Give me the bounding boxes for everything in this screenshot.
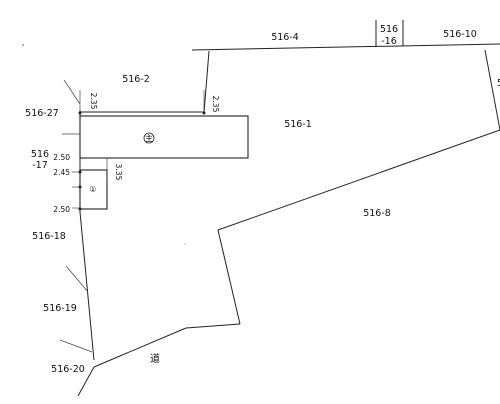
lot-516-1-west-line — [203, 50, 210, 114]
lot-label-516-4: 516-4 — [271, 32, 299, 43]
dimension-lines — [72, 90, 206, 211]
dim-point-nw — [78, 111, 82, 115]
dimension-labels: 2.35 2.35 2.50 2.45 3.35 2.50 — [53, 93, 220, 214]
dim-left-top: 2.35 — [89, 93, 98, 110]
road-label: 道 — [150, 352, 160, 365]
dim-left-mid: 2.50 — [53, 153, 70, 162]
dim-point-mid — [78, 185, 82, 189]
lot-label-516-19: 516-19 — [43, 303, 77, 314]
scan-speck — [184, 243, 186, 245]
lot-label-516-20: 516-20 — [51, 364, 85, 375]
dim-annex-height: 3.35 — [114, 164, 123, 181]
right-boundary-line — [484, 49, 500, 131]
subject-west-line-lower — [79, 211, 95, 361]
lot-label-516-2: 516-2 — [122, 74, 150, 85]
dim-point-ne — [202, 111, 206, 115]
road-boundary-line-1 — [185, 323, 241, 329]
dim-left-lower: 2.45 — [53, 168, 70, 177]
lot-516-8-west-line — [217, 229, 241, 325]
lot-label-516-16-line1: 516 — [380, 24, 398, 35]
neighbor-lot-lines — [59, 79, 93, 353]
lot-labels: 516-4 516 -16 516-10 5 516-2 516-1 516-2… — [25, 24, 500, 375]
lot-516-1-south-line — [217, 129, 500, 231]
road-boundary-line-2 — [93, 327, 187, 368]
lot-516-19-20-line — [59, 339, 93, 353]
lot-label-516-27: 516-27 — [25, 108, 59, 119]
lot-label-516-17-line2: -17 — [32, 160, 48, 171]
lot-516-18-19-line — [65, 265, 89, 293]
lot-516-27-line — [63, 79, 81, 105]
lot-label-edge-right: 5 — [497, 78, 500, 89]
road-boundary-line-3 — [77, 366, 95, 397]
top-boundary-line — [191, 43, 500, 51]
lot-label-516-16-line2: -16 — [381, 36, 397, 47]
lot-label-516-17-line1: 516 — [31, 149, 49, 160]
main-building-symbol-circle — [143, 132, 155, 144]
lot-label-516-8: 516-8 — [363, 208, 391, 219]
scan-speck — [22, 44, 24, 46]
main-building-symbol: 主 — [145, 133, 153, 143]
buildings: 主 ① — [79, 115, 249, 210]
main-building — [79, 115, 249, 159]
dim-point-lower — [78, 170, 82, 174]
annex-building-symbol: ① — [89, 185, 96, 194]
dim-left-bottom: 2.50 — [53, 205, 70, 214]
annex-building — [79, 169, 108, 210]
lot-label-516-18: 516-18 — [32, 231, 66, 242]
lot-label-516-10: 516-10 — [443, 29, 477, 40]
lot-label-516-1: 516-1 — [284, 119, 312, 130]
dim-point-bottom — [78, 207, 82, 211]
dim-right-top: 2.35 — [211, 96, 220, 113]
